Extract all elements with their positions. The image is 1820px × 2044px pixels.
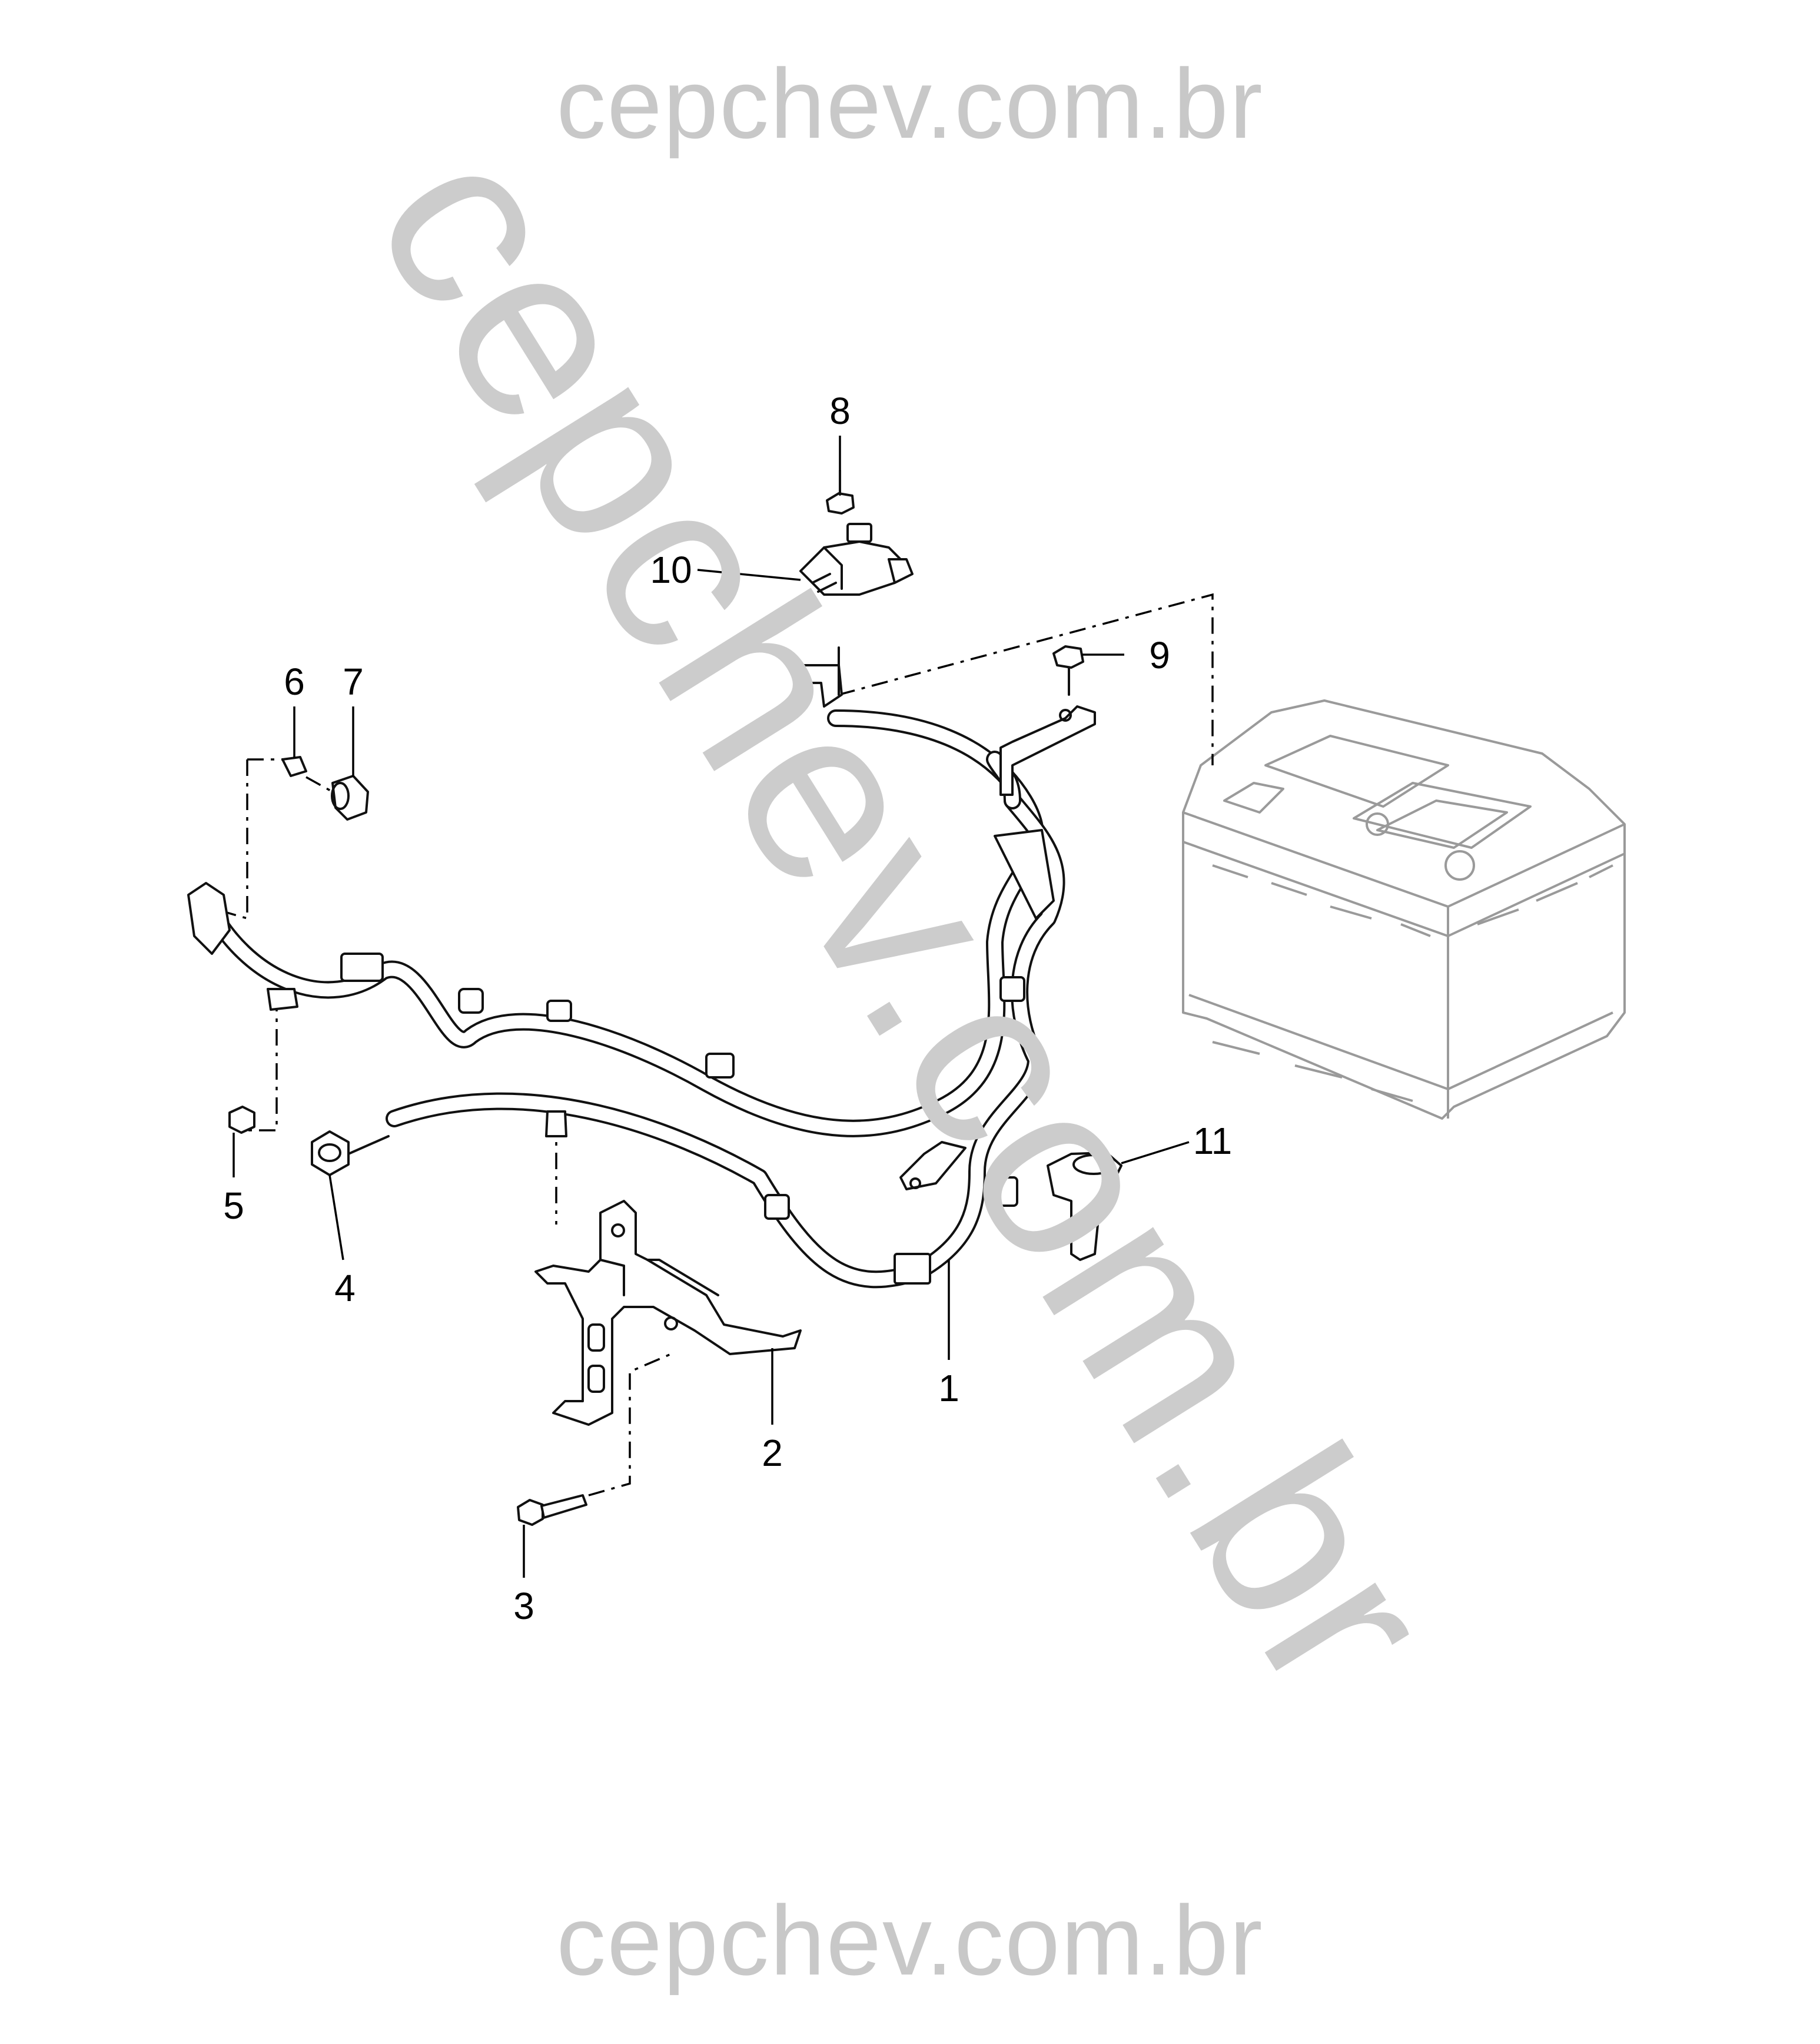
callout-5: 5 — [223, 1184, 244, 1227]
part-10-battery-sensor — [793, 523, 914, 708]
harness-stud — [545, 1110, 567, 1137]
part-7-cap — [331, 775, 369, 821]
part-9-nut — [1052, 645, 1084, 696]
callout-8: 8 — [829, 390, 851, 432]
callout-7: 7 — [343, 661, 364, 703]
callout-11: 11 — [1193, 1120, 1232, 1162]
part-8-nut — [826, 470, 855, 515]
callout-numbers: 1 2 3 4 5 6 7 8 9 10 11 — [223, 390, 1232, 1627]
reference-line-5 — [247, 995, 278, 1132]
part-6-sleeve — [281, 756, 307, 777]
harness-clips — [340, 829, 1055, 1285]
callout-9: 9 — [1149, 634, 1170, 676]
callout-2: 2 — [762, 1432, 783, 1474]
reference-line-bolt — [588, 1353, 672, 1496]
battery-terminal-lug — [999, 705, 1096, 796]
leader-lines — [233, 436, 1190, 1578]
part-4-grommet — [311, 1130, 390, 1176]
watermark-bottom: cepchev.com.br — [556, 1885, 1264, 1996]
callout-1: 1 — [938, 1367, 959, 1409]
part-11-terminal-cover — [1047, 1152, 1122, 1261]
part-2-bracket — [534, 1200, 802, 1426]
callout-4: 4 — [334, 1267, 356, 1309]
part-3-bolt — [517, 1494, 587, 1526]
reference-line-battery — [838, 593, 1214, 765]
left-end-connector — [187, 882, 298, 1011]
callout-3: 3 — [513, 1585, 534, 1627]
battery-outline — [1182, 699, 1626, 1120]
callout-10: 10 — [650, 549, 692, 591]
reference-line-6-7 — [247, 758, 333, 793]
callout-6: 6 — [284, 661, 305, 703]
watermark-top: cepchev.com.br — [556, 48, 1264, 159]
part-5-nut — [228, 1106, 255, 1134]
